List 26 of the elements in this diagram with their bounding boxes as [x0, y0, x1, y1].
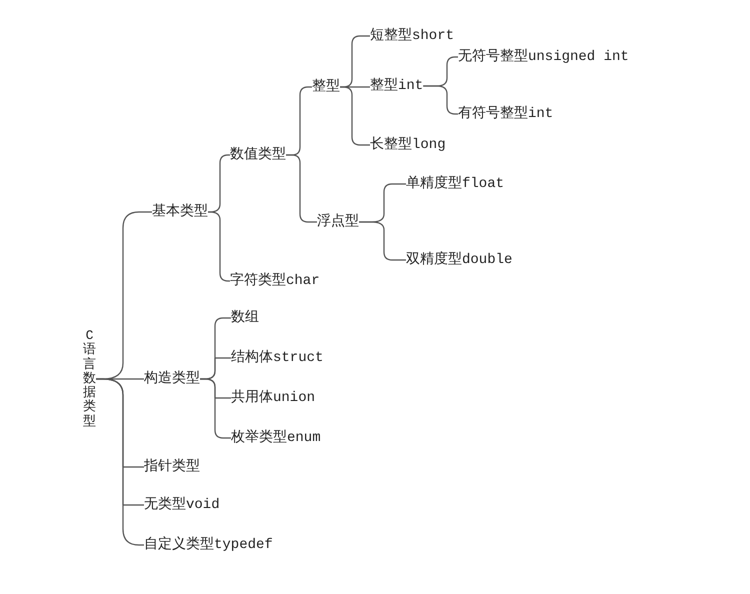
category-label: 共用体union — [231, 389, 316, 407]
category-label: 单精度型float — [406, 175, 504, 193]
category-label: 无符号整型unsigned int — [458, 48, 629, 66]
category-label: 构造类型 — [144, 370, 200, 388]
category-label: 整型 — [312, 78, 340, 96]
category-label: 无类型void — [144, 496, 220, 514]
category-label: 枚举类型enum — [231, 429, 321, 447]
brace-line — [96, 378, 144, 546]
category-label: 有符号整型int — [458, 105, 554, 123]
category-label: 指针类型 — [144, 458, 200, 476]
brace-line — [340, 86, 370, 146]
category-label: 双精度型double — [406, 251, 512, 269]
brace-line — [359, 221, 406, 261]
category-label: 数值类型 — [230, 146, 286, 164]
category-label: 结构体struct — [231, 349, 324, 367]
vertical-label: C语言数据类型 — [83, 328, 96, 430]
category-label: 浮点型 — [317, 213, 359, 231]
brace-line — [200, 378, 231, 439]
category-label: 自定义类型typedef — [144, 536, 273, 554]
category-label: 基本类型 — [152, 203, 208, 221]
category-label: 长整型long — [370, 136, 446, 154]
brace-line — [286, 154, 317, 223]
category-label: 短整型short — [370, 27, 454, 45]
category-label: 数组 — [231, 309, 259, 327]
category-label: 整型int — [370, 77, 424, 95]
category-label: 字符类型char — [230, 272, 320, 290]
